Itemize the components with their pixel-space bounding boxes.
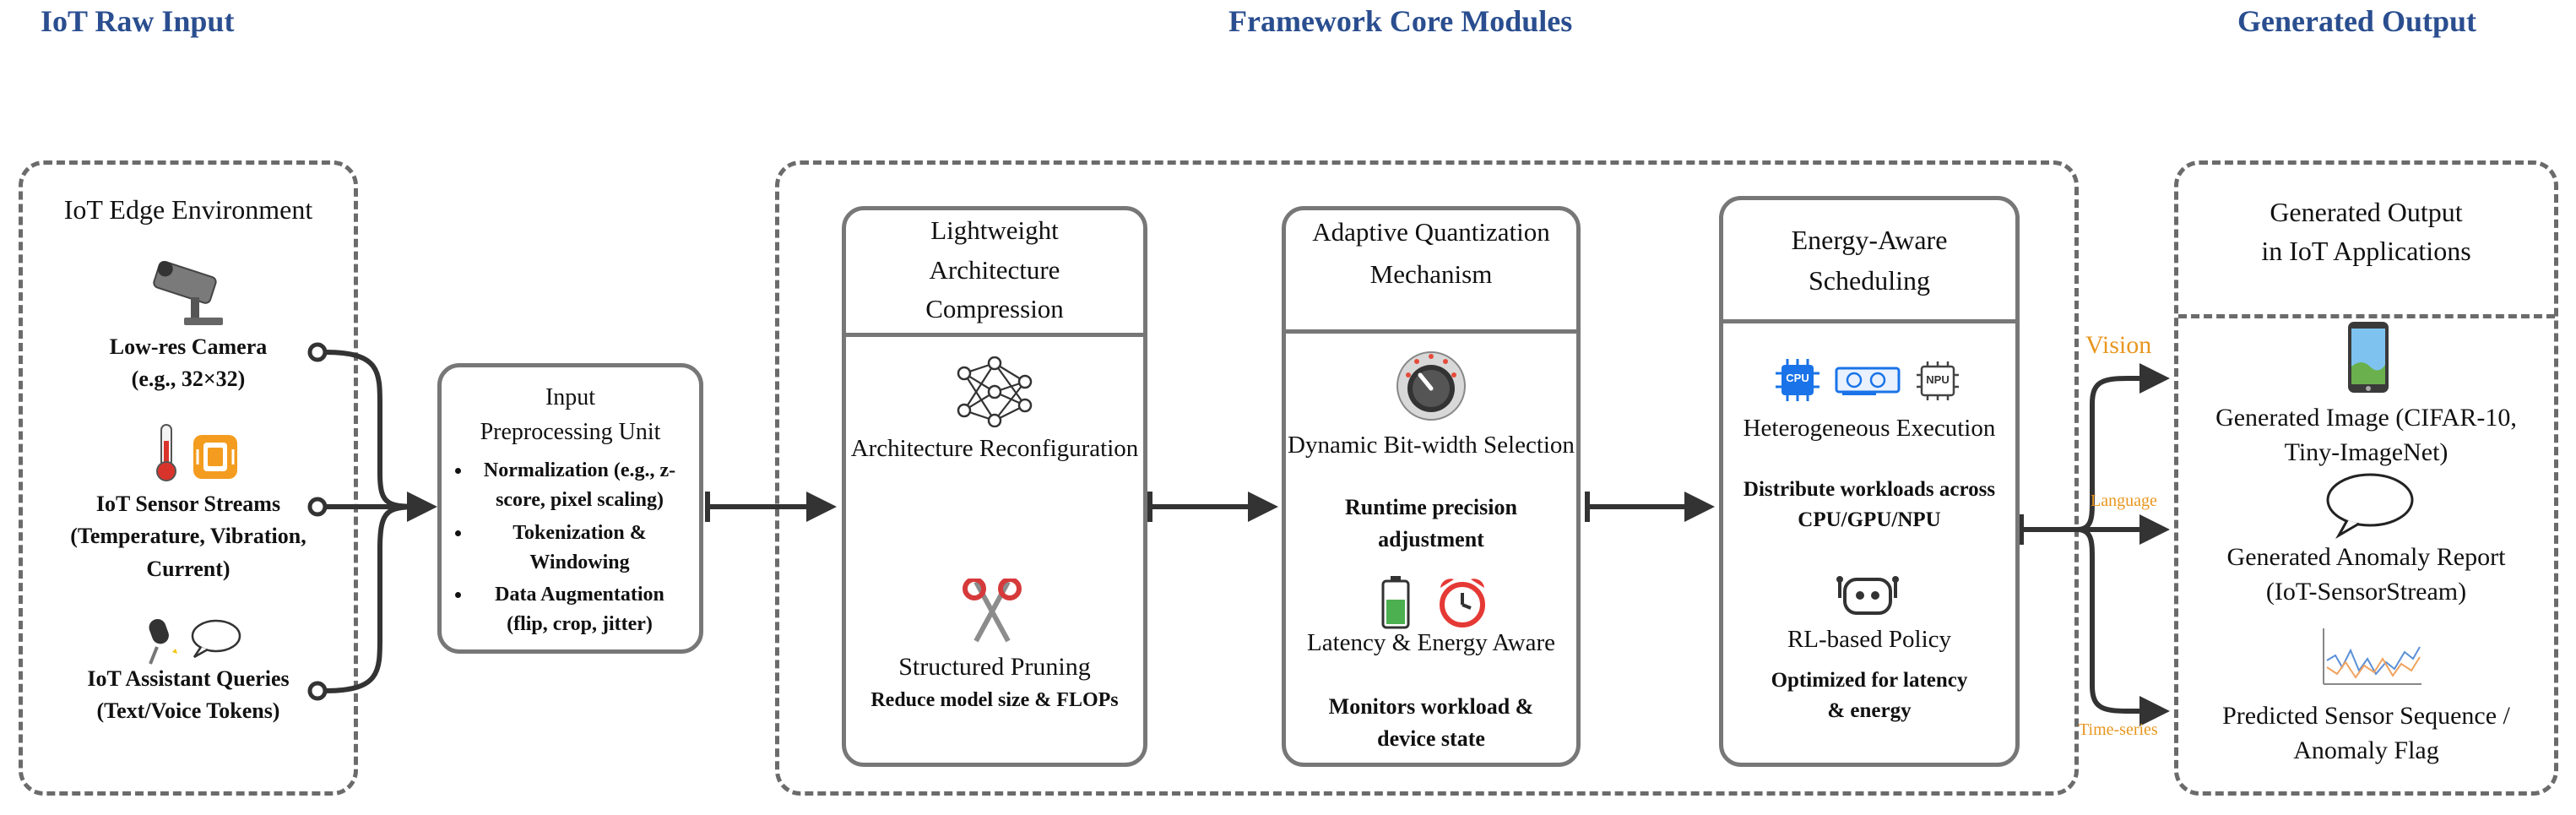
output-divider (2178, 314, 2555, 318)
security-camera-icon (153, 260, 223, 325)
preprocessing-step: Normalization (e.g., z-score, pixel scal… (472, 456, 687, 515)
output-title: Generated Output in IoT Applications (2261, 197, 2471, 267)
assistant-queries-label: IoT Assistant Queries (Text/Voice Tokens… (87, 666, 290, 724)
quantization-module (1282, 206, 1581, 767)
cpu-chip-icon: CPU (1776, 359, 1819, 401)
latency-energy-label: Latency & Energy Aware (1307, 629, 1555, 656)
compression-module (842, 206, 1147, 767)
sensor-device-icon (193, 435, 237, 479)
robot-icon (1836, 576, 1899, 615)
dynamic-bit-width-detail: Runtime precision adjustment (1345, 495, 1517, 551)
alarm-clock-icon (1440, 579, 1485, 628)
language-branch-label: Language (2091, 492, 2157, 510)
scheduling-module (1719, 196, 2020, 767)
scissors-icon (963, 579, 1022, 643)
structured-pruning-detail: Reduce model size & FLOPs (870, 689, 1119, 711)
rl-policy-detail: Optimized for latency & energy (1771, 669, 1968, 723)
preprocessing-unit: Input Preprocessing Unit Normalization (… (437, 363, 703, 654)
quantization-divider (1282, 329, 1581, 334)
header-raw-input: IoT Raw Input (41, 4, 235, 38)
gpu-card-icon (1835, 367, 1901, 395)
scheduling-title: Energy-Aware Scheduling (1791, 225, 1948, 296)
scheduling-divider (1719, 319, 2020, 323)
preprocessing-steps: Normalization (e.g., z-score, pixel scal… (442, 456, 699, 639)
compression-title: Lightweight Architecture Compression (925, 215, 1064, 323)
precision-dial-icon (1396, 351, 1466, 421)
generated-image-label: Generated Image (CIFAR-10, Tiny-ImageNet… (2215, 404, 2517, 466)
core-modules-container (775, 160, 2079, 796)
microphone-icon (149, 618, 177, 665)
rl-policy-label: RL-based Policy (1787, 626, 1952, 653)
sensor-sequence-label: Predicted Sensor Sequence / Anomaly Flag (2222, 702, 2510, 764)
header-core-modules: Framework Core Modules (1228, 4, 1573, 38)
speech-bubble-icon (191, 619, 241, 659)
camera-label: Low-res Camera (e.g., 32×32) (109, 334, 268, 392)
battery-icon (1381, 576, 1410, 629)
architecture-reconfiguration-label: Architecture Reconfiguration (850, 435, 1139, 462)
heterogeneous-execution-label: Heterogeneous Execution (1743, 415, 1996, 442)
smartphone-icon (2348, 322, 2389, 393)
anomaly-report-bubble-icon (2326, 473, 2414, 539)
preprocessing-step: Data Augmentation (flip, crop, jitter) (472, 580, 687, 639)
quantization-title: Adaptive Quantization Mechanism (1312, 217, 1550, 289)
sensor-sequence-chart-icon (2323, 628, 2421, 685)
latency-energy-detail: Monitors workload & device state (1328, 694, 1534, 751)
vision-branch-label: Vision (2085, 331, 2152, 359)
edge-environment-title: IoT Edge Environment (63, 194, 313, 225)
anomaly-report-label: Generated Anomaly Report (IoT-SensorStre… (2226, 543, 2506, 606)
neural-network-icon (957, 356, 1033, 427)
sensor-streams-label: IoT Sensor Streams (Temperature, Vibrati… (70, 492, 306, 581)
npu-chip-label: NPU (1926, 373, 1950, 386)
preprocessing-step: Tokenization & Windowing (472, 519, 687, 578)
structured-pruning-label: Structured Pruning (898, 653, 1091, 681)
edge-environment-container (19, 160, 358, 796)
output-container (2174, 160, 2558, 796)
timeseries-branch-label: Time-series (2079, 720, 2158, 739)
thermometer-icon (156, 424, 176, 481)
npu-chip-icon: NPU (1917, 361, 1959, 400)
compression-divider (842, 333, 1147, 337)
header-generated-output: Generated Output (2237, 4, 2476, 38)
preprocessing-title: Input Preprocessing Unit (480, 384, 661, 445)
dynamic-bit-width-label: Dynamic Bit-width Selection (1288, 432, 1575, 459)
heterogeneous-execution-detail: Distribute workloads across CPU/GPU/NPU (1743, 478, 1996, 532)
cpu-chip-label: CPU (1786, 372, 1809, 384)
